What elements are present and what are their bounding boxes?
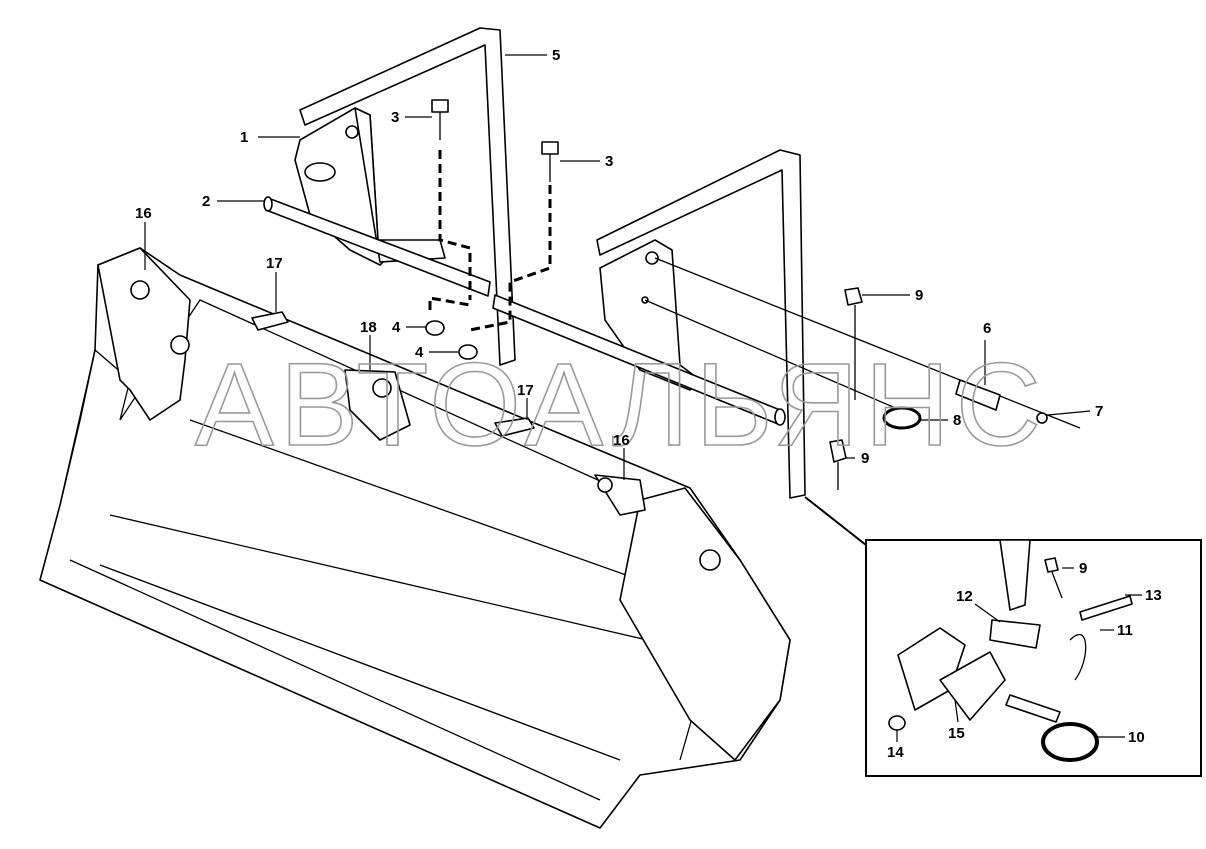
bolt-3	[431, 99, 449, 140]
pin-axis	[654, 257, 1081, 429]
inset-callout-15: 15	[948, 725, 965, 742]
ring-8	[882, 406, 922, 430]
inset-callout-12: 12	[956, 588, 973, 605]
callouts: 1 2 3 3 4 4 5 6 7 8 9 9 16 16 17 17 18 9…	[135, 47, 1162, 761]
callout-3: 3	[391, 109, 399, 126]
lynch-pin-9	[844, 287, 863, 400]
inset-leader	[804, 496, 867, 546]
bolt-3	[541, 141, 559, 182]
detail-inset	[865, 539, 1202, 777]
nut-4	[458, 344, 478, 360]
callout-4: 4	[415, 344, 424, 361]
callout-9: 9	[915, 287, 923, 304]
watermark: АВТОАЛЬЯНС	[195, 339, 1047, 471]
inset-callout-13: 13	[1145, 587, 1162, 604]
callout-16: 16	[135, 205, 152, 222]
callout-7: 7	[1095, 403, 1103, 420]
nut-4	[425, 320, 445, 336]
callout-1: 1	[240, 129, 248, 146]
pin-axis	[644, 299, 901, 411]
inset-callout-10: 10	[1128, 729, 1145, 746]
fork-frame-right	[492, 149, 806, 499]
leader-lines	[144, 54, 1142, 742]
assembly-dash-line	[428, 296, 471, 310]
callout-3: 3	[605, 153, 613, 170]
callout-17: 17	[517, 382, 534, 399]
fork-frame-left	[263, 27, 516, 366]
callout-16: 16	[613, 432, 630, 449]
callout-9: 9	[861, 450, 869, 467]
callout-4: 4	[392, 319, 401, 336]
pin-6	[955, 379, 1001, 411]
callout-6: 6	[983, 320, 991, 337]
inset-callout-9: 9	[1079, 560, 1087, 577]
callout-2: 2	[202, 193, 210, 210]
callout-5: 5	[552, 47, 560, 64]
callout-17: 17	[266, 255, 283, 272]
callout-18: 18	[360, 319, 377, 336]
callout-8: 8	[953, 412, 961, 429]
assembly-dash-line	[438, 150, 472, 300]
inset-callout-14: 14	[887, 744, 904, 761]
clip-7	[1036, 412, 1048, 424]
inset-callout-11: 11	[1117, 622, 1133, 639]
bucket	[39, 247, 791, 829]
